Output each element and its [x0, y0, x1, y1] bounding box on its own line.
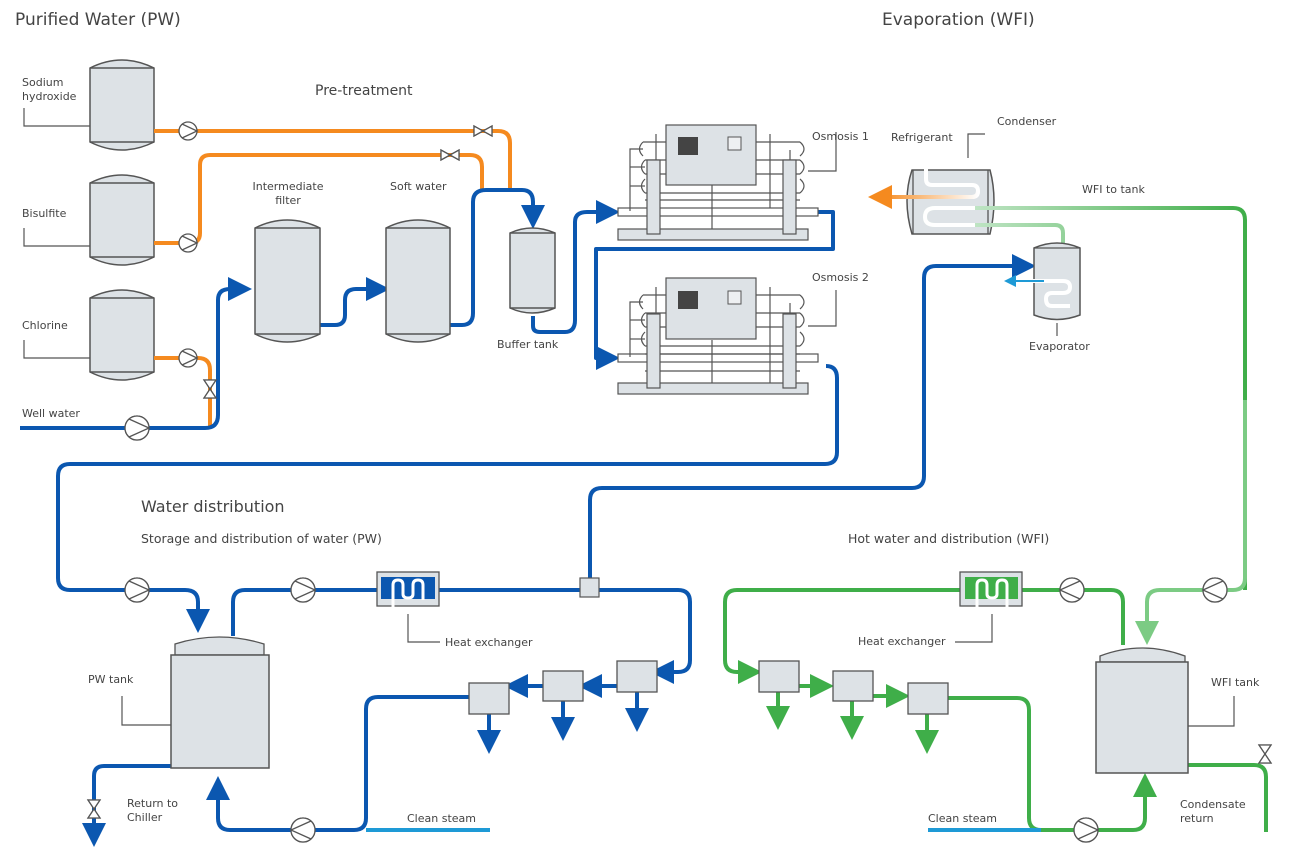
sodium-hydroxide-tank	[89, 59, 155, 151]
pump-icon	[178, 233, 199, 253]
section-title-pw-storage: Storage and distribution of water (PW)	[141, 531, 382, 546]
section-title-water-distribution: Water distribution	[141, 497, 285, 516]
pump-icon	[290, 577, 317, 603]
label-refrigerant: Refrigerant	[891, 131, 953, 144]
section-title-evaporation: Evaporation (WFI)	[882, 10, 1035, 30]
wfi-pipes	[723, 588, 1268, 832]
section-title-wfi-hot-water: Hot water and distribution (WFI)	[848, 531, 1050, 546]
label-bisulfite: Bisulfite	[22, 207, 67, 220]
wfi-to-tank-pipe	[1135, 400, 1247, 645]
pump-icon	[124, 415, 151, 441]
pump-icon	[1201, 577, 1228, 603]
section-title-pretreatment: Pre-treatment	[315, 83, 413, 99]
label-buffer-tank: Buffer tank	[497, 338, 559, 351]
label-well-water: Well water	[22, 407, 80, 420]
pump-icon	[178, 348, 199, 368]
valve-icon	[1257, 744, 1273, 764]
valve-icon	[202, 379, 218, 399]
label-heat-exchanger-wfi: Heat exchanger	[858, 635, 946, 648]
pump-icon	[124, 577, 151, 603]
label-wfi-tank: WFI tank	[1211, 676, 1260, 689]
valve-icon	[473, 124, 493, 138]
pw-points-of-use	[468, 660, 658, 715]
bisulfite-tank	[89, 174, 155, 266]
label-clean-steam-wfi: Clean steam	[928, 812, 997, 825]
label-pw-tank: PW tank	[88, 673, 134, 686]
label-condenser: Condenser	[997, 115, 1057, 128]
valve-icon	[86, 799, 102, 819]
label-osmosis-1: Osmosis 1	[812, 130, 869, 143]
chlorine-tank	[89, 289, 155, 381]
section-title-purified-water: Purified Water (PW)	[15, 10, 181, 30]
pump-icon	[1058, 577, 1085, 603]
pw-tank	[170, 636, 270, 769]
pw-junction-box	[579, 577, 600, 598]
intermediate-filter-tank	[254, 219, 321, 343]
osmosis-1-unit	[617, 124, 819, 241]
wfi-heat-exchanger	[959, 571, 1023, 624]
label-clean-steam-pw: Clean steam	[407, 812, 476, 825]
wfi-tank	[1095, 647, 1189, 774]
pump-icon	[1073, 817, 1100, 843]
pw-heat-exchanger	[376, 571, 440, 624]
label-chlorine: Chlorine	[22, 319, 68, 332]
label-heat-exchanger-pw: Heat exchanger	[445, 636, 533, 649]
buffer-tank	[509, 227, 556, 314]
label-wfi-to-tank: WFI to tank	[1082, 183, 1145, 196]
label-soft-water: Soft water	[390, 180, 447, 193]
osmosis-2-unit	[617, 277, 819, 395]
valve-icon	[440, 148, 460, 162]
soft-water-tank	[385, 219, 451, 343]
pump-icon	[289, 817, 316, 843]
label-osmosis-2: Osmosis 2	[812, 271, 869, 284]
pw-pipes	[20, 188, 1036, 847]
pump-icon	[178, 121, 199, 141]
wfi-points-of-use	[758, 660, 949, 715]
label-evaporator: Evaporator	[1029, 340, 1090, 353]
